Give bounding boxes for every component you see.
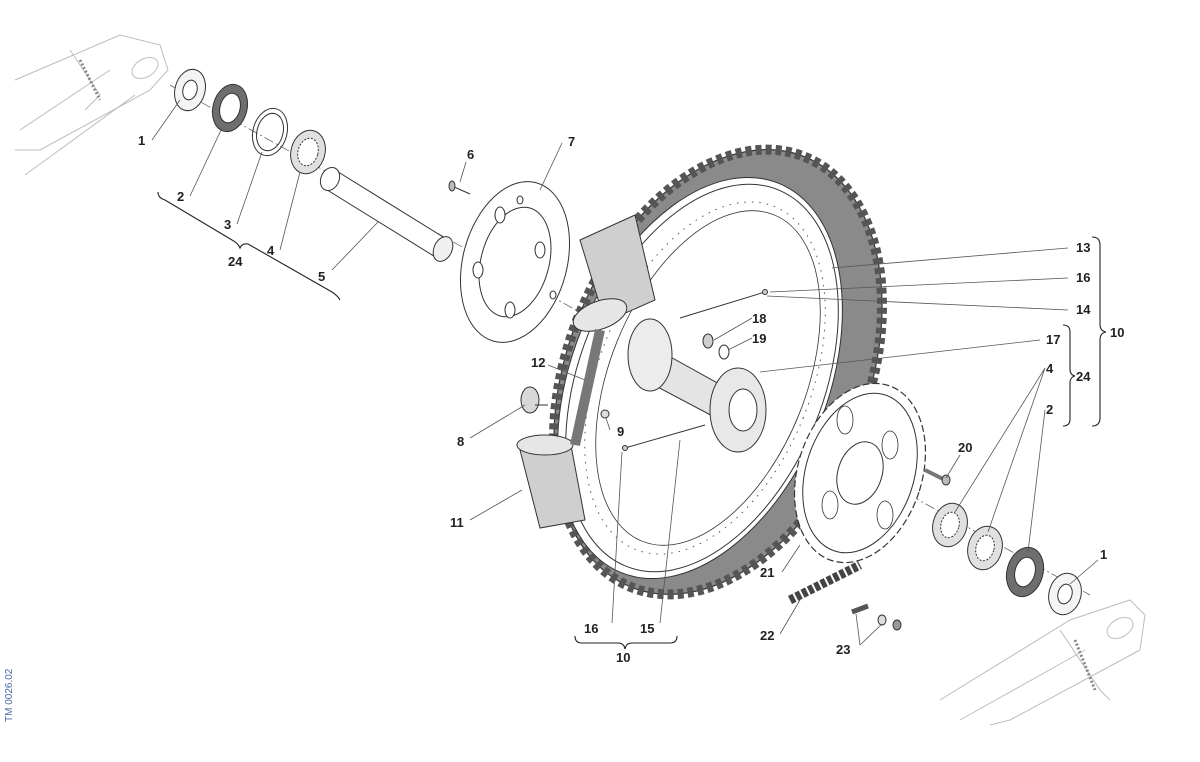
callout-5: 5 [318,269,325,284]
circlip-left [251,107,289,157]
callout-24-right: 24 [1076,369,1091,384]
callout-2-right: 2 [1046,402,1053,417]
callout-18: 18 [752,311,766,326]
nipple-lower [622,445,628,451]
master-link [851,603,902,631]
oil-seal-left [211,83,249,133]
swingarm-right-ghost [939,599,1146,726]
group-brackets [157,191,1107,650]
washer-19 [718,344,730,360]
callout-17: 17 [1046,332,1060,347]
callout-10-right: 10 [1110,325,1124,340]
callout-4-right: 4 [1046,361,1054,376]
callout-labels: 1 2 3 4 24 5 6 7 8 9 10 11 12 13 16 14 1… [138,133,1124,665]
callout-20: 20 [958,440,972,455]
sprocket-bolt [924,468,951,486]
rim-band [570,328,605,447]
spoke-upper [679,291,766,319]
callout-3-left: 3 [224,217,231,232]
wheel-spacer-tube [319,166,454,262]
valve-cap [520,386,548,414]
callout-1-left: 1 [138,133,145,148]
inner-tube-upper [572,214,656,332]
inner-tube-lower [516,434,586,529]
hub [627,318,767,453]
spacer-left [174,68,206,112]
bearing-right-outer [967,525,1003,571]
callout-13: 13 [1076,240,1090,255]
callout-7: 7 [568,134,575,149]
leader-lines [151,99,1099,646]
callout-14: 14 [1076,302,1091,317]
callout-15: 15 [640,621,654,636]
spacer-right [1048,572,1082,616]
callout-16-bottom: 16 [584,621,598,636]
drawing-reference-code: TM 0026.02 [4,668,15,722]
chain [787,560,863,605]
callout-9: 9 [617,424,624,439]
disc-bolt [448,180,471,195]
bearing-left [290,129,326,175]
bearing-right-inner [932,502,968,548]
callout-10-bottom: 10 [616,650,630,665]
callout-24-left: 24 [228,254,243,269]
callout-8: 8 [457,434,464,449]
valve-nut [600,409,610,419]
callout-21: 21 [760,565,774,580]
callout-22: 22 [760,628,774,643]
sprocket [793,382,927,564]
callout-23: 23 [836,642,850,657]
callout-19: 19 [752,331,766,346]
callout-6: 6 [467,147,474,162]
spoke-lower [624,424,706,449]
oil-seal-right [1005,546,1045,598]
nipple-upper [762,289,768,295]
swingarm-left-ghost [14,34,169,176]
brake-disc [459,181,571,343]
callout-11: 11 [450,515,464,530]
callout-16-right: 16 [1076,270,1090,285]
callout-12: 12 [531,355,545,370]
callout-4-left: 4 [267,243,275,258]
callout-1-right: 1 [1100,547,1107,562]
washer-18 [702,333,714,349]
callout-2-left: 2 [177,189,184,204]
